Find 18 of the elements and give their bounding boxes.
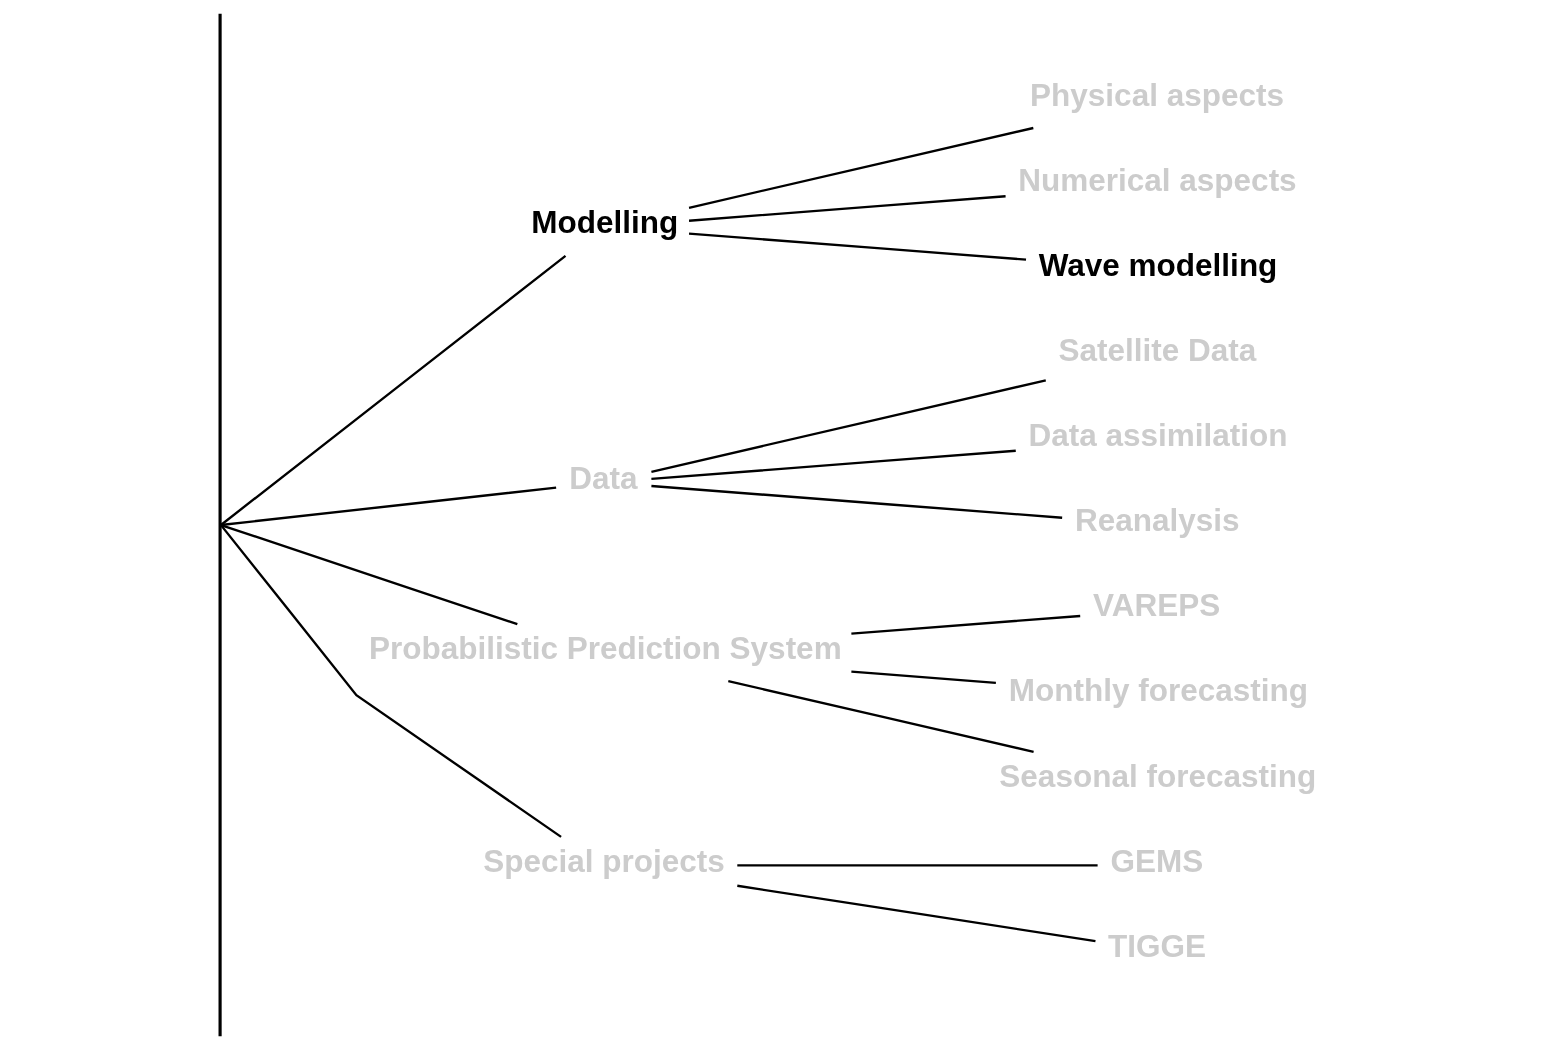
connector <box>220 254 567 526</box>
connector <box>651 379 1047 473</box>
connector <box>851 670 996 684</box>
node-bar <box>218 13 222 1037</box>
connector <box>851 614 1081 635</box>
node-text: Modelling <box>531 204 679 241</box>
node-text: Wave modelling <box>1038 247 1278 284</box>
connector <box>728 680 1034 754</box>
connector <box>651 449 1016 481</box>
connector <box>737 884 1096 943</box>
connector <box>220 486 557 527</box>
connector <box>688 126 1034 209</box>
connector <box>688 232 1027 261</box>
connector <box>737 864 1098 867</box>
connector <box>688 195 1006 222</box>
connector <box>220 523 518 626</box>
connector <box>220 524 562 838</box>
connector <box>651 484 1063 519</box>
